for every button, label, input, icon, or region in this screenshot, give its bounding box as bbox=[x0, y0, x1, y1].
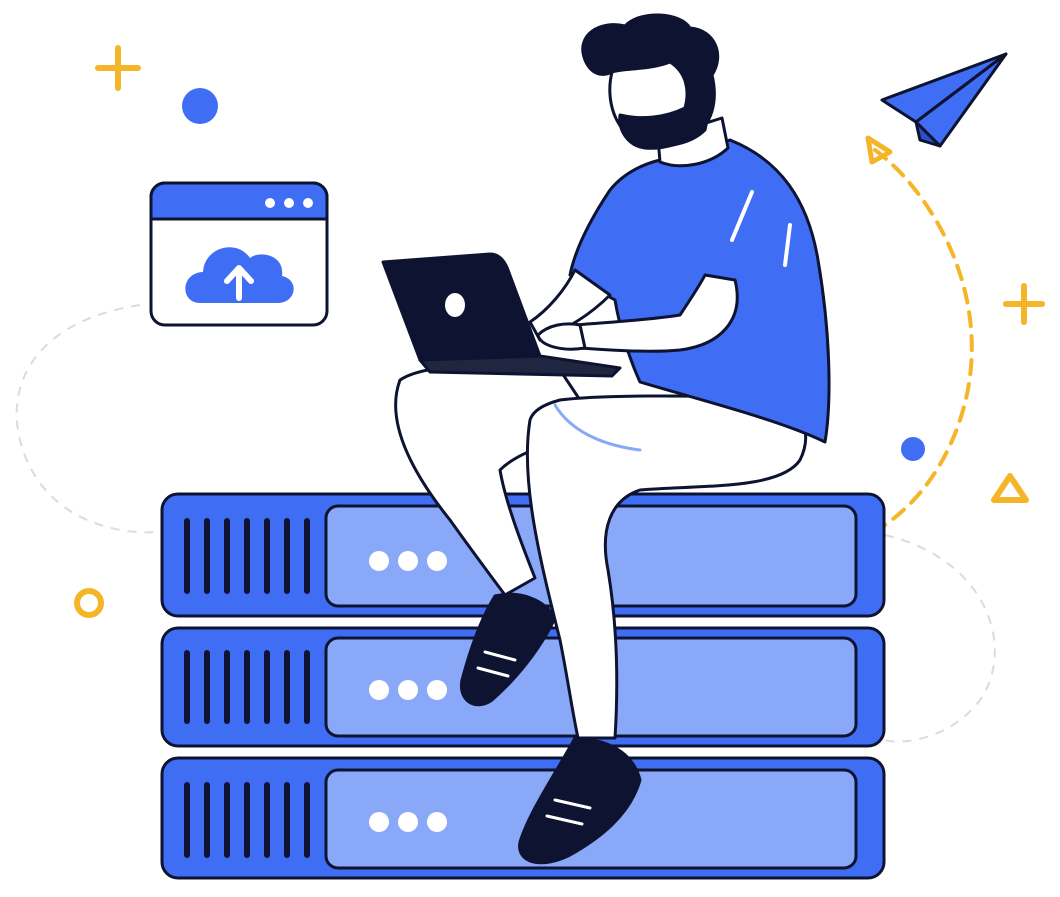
plane-trajectory bbox=[873, 148, 974, 527]
plus-icon bbox=[95, 45, 141, 91]
triangle-icon bbox=[865, 135, 893, 165]
circle-icon bbox=[74, 588, 104, 618]
person-leg-front bbox=[525, 394, 808, 740]
person-hand bbox=[536, 322, 587, 351]
plus-icon bbox=[1003, 283, 1045, 325]
laptop-icon bbox=[381, 252, 622, 378]
cloud-upload-window bbox=[149, 181, 329, 327]
circle-icon bbox=[182, 88, 218, 124]
circle-icon bbox=[901, 437, 925, 461]
cloud-upload-icon bbox=[185, 247, 294, 303]
paper-plane-icon bbox=[880, 52, 1008, 148]
person-shoe-front bbox=[459, 592, 557, 707]
server-unit bbox=[160, 756, 886, 880]
decorative-dashed-curves bbox=[15, 304, 996, 743]
triangle-icon bbox=[991, 473, 1029, 503]
person-hair bbox=[581, 13, 720, 150]
person-figure bbox=[381, 13, 831, 865]
person-neck bbox=[656, 116, 730, 168]
person-shoe-back bbox=[518, 736, 642, 865]
